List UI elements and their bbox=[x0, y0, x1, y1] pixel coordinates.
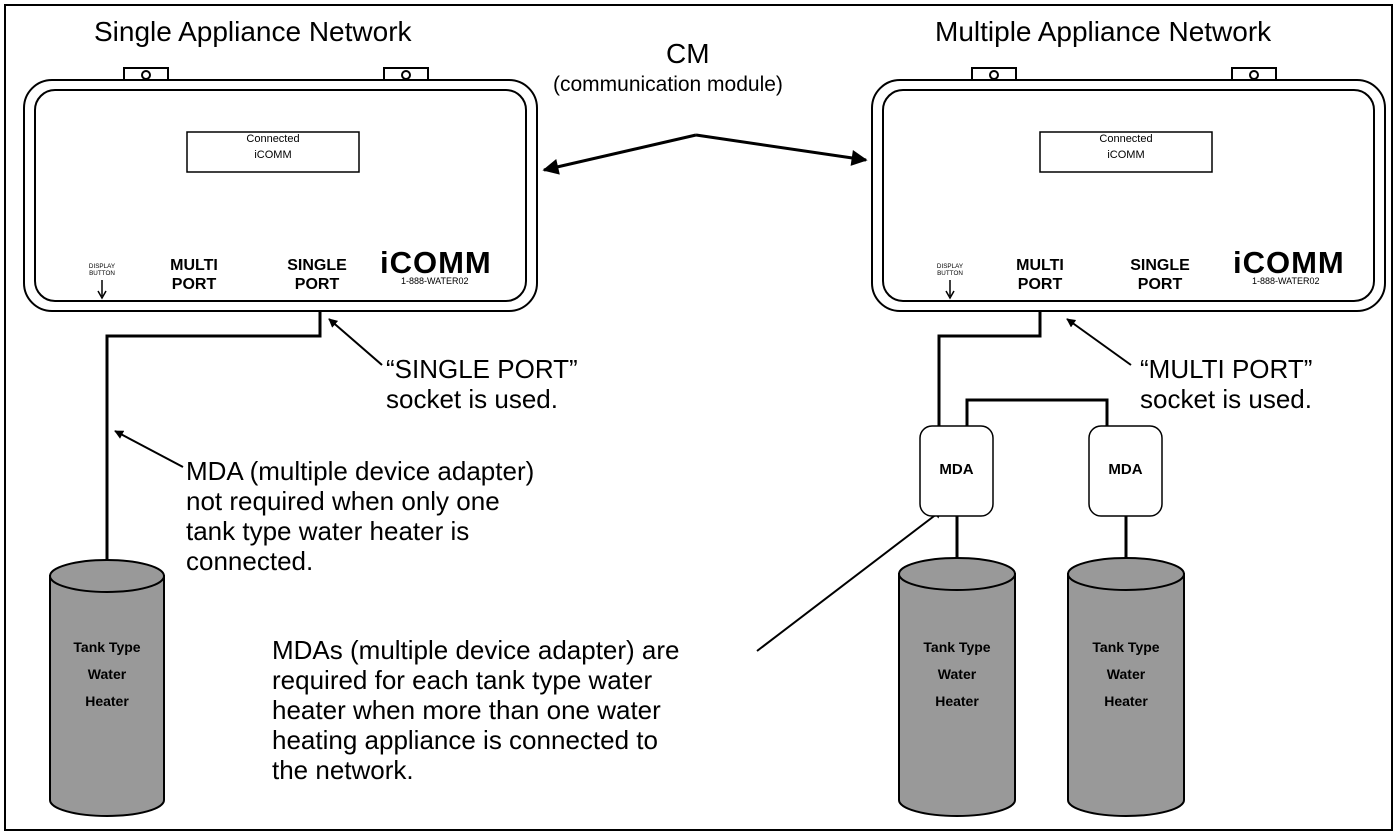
left-icomm-logo: iCOMM bbox=[380, 245, 492, 280]
mda-note-line-1: MDA (multiple device adapter) bbox=[186, 456, 535, 486]
mdas-note-line-3: heater when more than one water bbox=[272, 695, 661, 725]
right-display-button-label-1: DISPLAY bbox=[936, 262, 964, 270]
right-tank-2-label-3: Heater bbox=[1104, 693, 1148, 709]
right-single-port-line-1: SINGLE bbox=[1130, 257, 1190, 274]
right-display-button-arrowhead bbox=[945, 290, 955, 300]
left-single-port-line-1: SINGLE bbox=[287, 257, 347, 274]
cm-arrow-right bbox=[695, 133, 868, 166]
right-display bbox=[1039, 131, 1213, 173]
cm-label: CM bbox=[666, 38, 710, 69]
left-display bbox=[186, 131, 360, 173]
multi-port-callout-line-1: “MULTI PORT” bbox=[1140, 354, 1313, 384]
single-port-callout-line-2: socket is used. bbox=[386, 384, 558, 414]
multi-port-callout-line-2: socket is used. bbox=[1140, 384, 1312, 414]
right-multi-port-line-2: PORT bbox=[1017, 276, 1063, 293]
left-tank-label-3: Heater bbox=[85, 693, 129, 709]
right-display-button-label-2: BUTTON bbox=[937, 269, 963, 277]
right-tank-1-label-1: Tank Type bbox=[923, 639, 991, 655]
right-single-port-line-2: PORT bbox=[1137, 276, 1183, 293]
right-tank-1 bbox=[898, 557, 1016, 817]
right-tank-1-label-2: Water bbox=[937, 666, 977, 682]
left-housing-outer bbox=[23, 79, 538, 312]
right-housing-outer bbox=[871, 79, 1386, 312]
right-tank-2 bbox=[1067, 557, 1185, 817]
left-display-button-label-1: DISPLAY bbox=[88, 262, 116, 270]
mda-label-1: MDA bbox=[939, 461, 974, 478]
left-callouts bbox=[114, 318, 383, 468]
cm-arrow-left bbox=[542, 133, 697, 175]
mda-note-line-2: not required when only one bbox=[186, 486, 500, 516]
multi-port-callout-arrow bbox=[1066, 318, 1132, 366]
cm-callout-lines bbox=[542, 133, 868, 175]
left-tank bbox=[49, 559, 165, 817]
right-wiring bbox=[937, 311, 1128, 563]
mda-label-2: MDA bbox=[1108, 461, 1143, 478]
mdas-note-line-5: the network. bbox=[272, 755, 414, 785]
right-multi-port-cable bbox=[937, 311, 1042, 432]
mda-box-1 bbox=[919, 425, 994, 517]
cm-sublabel: (communication module) bbox=[553, 73, 783, 96]
mda-not-required-arrow bbox=[114, 430, 184, 468]
left-tank-label-1: Tank Type bbox=[73, 639, 141, 655]
single-port-callout-line-1: “SINGLE PORT” bbox=[386, 354, 578, 384]
mda-note-line-3: tank type water heater is bbox=[186, 516, 470, 546]
left-tank-label-2: Water bbox=[87, 666, 127, 682]
right-housing-inner bbox=[882, 89, 1375, 302]
single-port-callout-arrow bbox=[328, 318, 383, 366]
left-phone-number: 1-888-WATER02 bbox=[401, 276, 469, 286]
left-single-port-cable bbox=[105, 311, 322, 565]
left-display-line-1: Connected bbox=[246, 133, 300, 145]
right-cm-module bbox=[871, 67, 1386, 312]
mda-link-cable bbox=[965, 398, 1109, 426]
left-multi-port-line-2: PORT bbox=[171, 276, 217, 293]
right-callouts bbox=[756, 318, 1132, 652]
left-multi-port-line-1: MULTI bbox=[170, 257, 218, 274]
left-single-port-line-2: PORT bbox=[294, 276, 340, 293]
mda-note-line-4: connected. bbox=[186, 546, 314, 576]
right-display-line-1: Connected bbox=[1099, 133, 1153, 145]
diagram-frame bbox=[4, 4, 1393, 831]
mda-box-2 bbox=[1088, 425, 1163, 517]
right-phone-number: 1-888-WATER02 bbox=[1252, 276, 1320, 286]
left-display-button-label-2: BUTTON bbox=[89, 269, 115, 277]
single-network-title: Single Appliance Network bbox=[94, 16, 412, 47]
multiple-network-title: Multiple Appliance Network bbox=[935, 16, 1272, 47]
left-wiring bbox=[105, 311, 322, 565]
right-tank-1-label-3: Heater bbox=[935, 693, 979, 709]
mdas-note-line-2: required for each tank type water bbox=[272, 665, 653, 695]
left-cm-module bbox=[23, 67, 538, 312]
right-tank-2-label-1: Tank Type bbox=[1092, 639, 1160, 655]
right-multi-port-line-1: MULTI bbox=[1016, 257, 1064, 274]
left-display-button-arrowhead bbox=[97, 290, 107, 300]
left-housing-inner bbox=[34, 89, 527, 302]
mdas-note-line-1: MDAs (multiple device adapter) are bbox=[272, 635, 680, 665]
left-display-line-2: iCOMM bbox=[254, 149, 292, 161]
mdas-note-line-4: heating appliance is connected to bbox=[272, 725, 658, 755]
mdas-required-arrow bbox=[756, 509, 943, 652]
right-display-line-2: iCOMM bbox=[1107, 149, 1145, 161]
right-tank-2-label-2: Water bbox=[1106, 666, 1146, 682]
right-icomm-logo: iCOMM bbox=[1233, 245, 1345, 280]
